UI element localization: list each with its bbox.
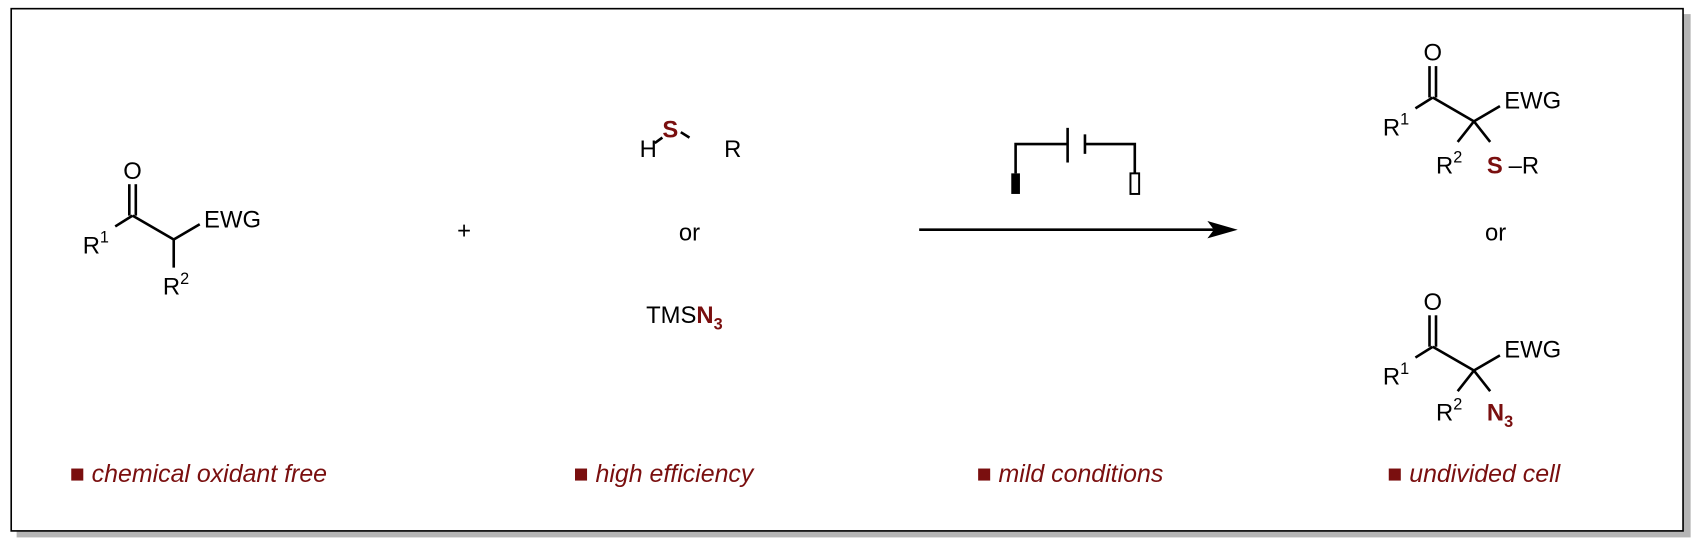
or-label: or bbox=[679, 220, 700, 247]
feature-mild-conditions: ■ mild conditions bbox=[977, 460, 1164, 488]
oxygen-atom: O bbox=[1423, 289, 1442, 316]
sulfur-atom: S bbox=[1487, 152, 1503, 179]
azido-product-structure: O R1 EWG R2 N3 bbox=[1383, 289, 1561, 431]
thiol-sulfur: S bbox=[662, 117, 678, 144]
oxygen-atom: O bbox=[123, 158, 142, 185]
plus-sign: + bbox=[457, 217, 471, 244]
r2-label: R2 bbox=[1436, 396, 1462, 427]
thiol-h: H bbox=[640, 136, 657, 163]
r1-label: R1 bbox=[83, 229, 109, 260]
or-label: or bbox=[1485, 220, 1506, 247]
r1-label: R1 bbox=[1383, 111, 1409, 142]
reactant-structure: O R1 EWG R2 bbox=[83, 158, 261, 301]
ewg-label: EWG bbox=[1504, 87, 1561, 114]
thiol-r: R bbox=[724, 136, 741, 163]
thiol-reagent: H S R bbox=[640, 117, 742, 164]
frame bbox=[10, 7, 1684, 532]
ewg-label: EWG bbox=[204, 207, 261, 234]
oxygen-atom: O bbox=[1423, 40, 1442, 67]
thio-product-structure: O R1 EWG R2 S –R bbox=[1383, 40, 1561, 180]
r2-label: R2 bbox=[163, 270, 189, 301]
feature-undivided-cell: ■ undivided cell bbox=[1387, 460, 1561, 488]
tmsn3-reagent: TMSN3 bbox=[646, 302, 723, 334]
reaction-arrow bbox=[919, 221, 1238, 239]
electrolysis-cell-icon bbox=[1011, 127, 1141, 195]
feature-high-efficiency: ■ high efficiency bbox=[574, 460, 755, 488]
sr-group: –R bbox=[1509, 152, 1539, 179]
ewg-label: EWG bbox=[1504, 337, 1561, 364]
r2-label: R2 bbox=[1436, 149, 1462, 180]
azide-group: N3 bbox=[1487, 399, 1513, 431]
feature-oxidant-free: ■ chemical oxidant free bbox=[70, 460, 327, 488]
r1-label: R1 bbox=[1383, 360, 1409, 391]
